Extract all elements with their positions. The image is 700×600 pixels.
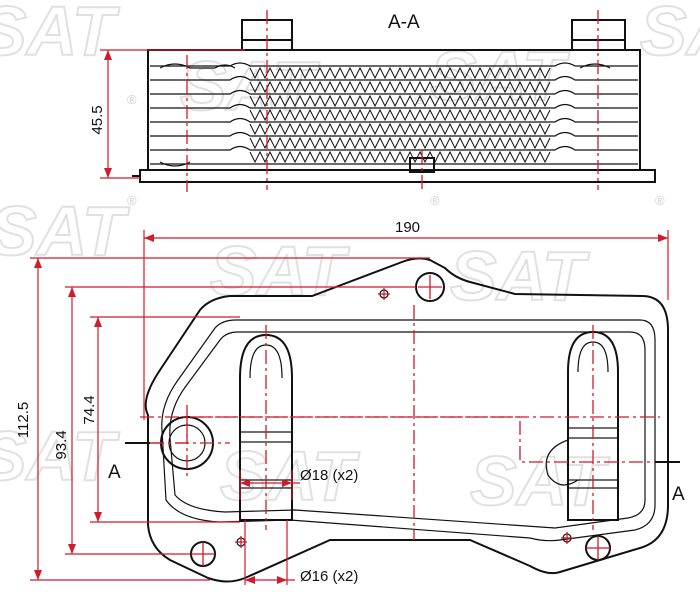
inner-height-label: 74.4 [81,395,98,424]
watermark-registered-mark: ® [127,92,137,107]
plate-outer-outline [144,257,669,583]
width-label: 190 [395,219,420,236]
watermark-logo: SAT [0,0,120,70]
watermark-logo: SAT [470,442,610,520]
watermark-logo: SAT [180,47,320,125]
tube-small-label: Ø16 (x2) [300,568,358,585]
section-marker-right: A [672,484,685,505]
section-title: A-A [388,12,420,33]
width-dimension-190: 190 [143,219,669,420]
height-dimension-112-5: 112.5 [15,257,430,581]
cooler-fins [249,66,551,164]
right-tube-port [545,439,579,486]
watermark-layer: SAT SAT SAT SAT SAT SAT SAT SAT SAT SAT … [0,0,700,521]
hole-center-marks [191,275,610,566]
watermark-registered-mark: ® [655,193,665,208]
watermark-logo: SAT [0,417,120,495]
height-dimension-74-4: 74.4 [81,316,240,523]
watermark-registered-mark: ® [430,193,440,208]
section-view: A-A [89,10,656,192]
plan-view: A A 190 112.5 93.4 [15,219,685,585]
section-marker-left: A [108,462,121,483]
height-dimension-93-4: 93.4 [53,286,416,555]
height-label: 45.5 [89,105,106,134]
tube-diameter-16-dimension: Ø16 (x2) [244,520,358,585]
tube-diameter-18-dimension: Ø18 (x2) [239,467,358,500]
watermark-logo: SAT [430,37,570,115]
watermark-registered-mark: ® [415,92,425,107]
watermark-registered-mark: ® [127,193,137,208]
height-dimension-45-5: 45.5 [89,49,245,179]
mid-height-label: 93.4 [53,430,70,459]
tube-large-label: Ø18 (x2) [300,467,358,484]
watermark-logo: SAT [640,0,700,70]
watermark-logo: SAT [210,232,350,310]
plate-inner-flange [169,331,646,529]
overall-height-label: 112.5 [15,402,32,438]
base-plate [139,169,656,183]
section-line-a-a: A A [108,416,685,505]
cooler-plate-stack [150,62,638,165]
watermark-logo: SAT [450,237,590,315]
watermark-logo: SAT [220,437,360,515]
